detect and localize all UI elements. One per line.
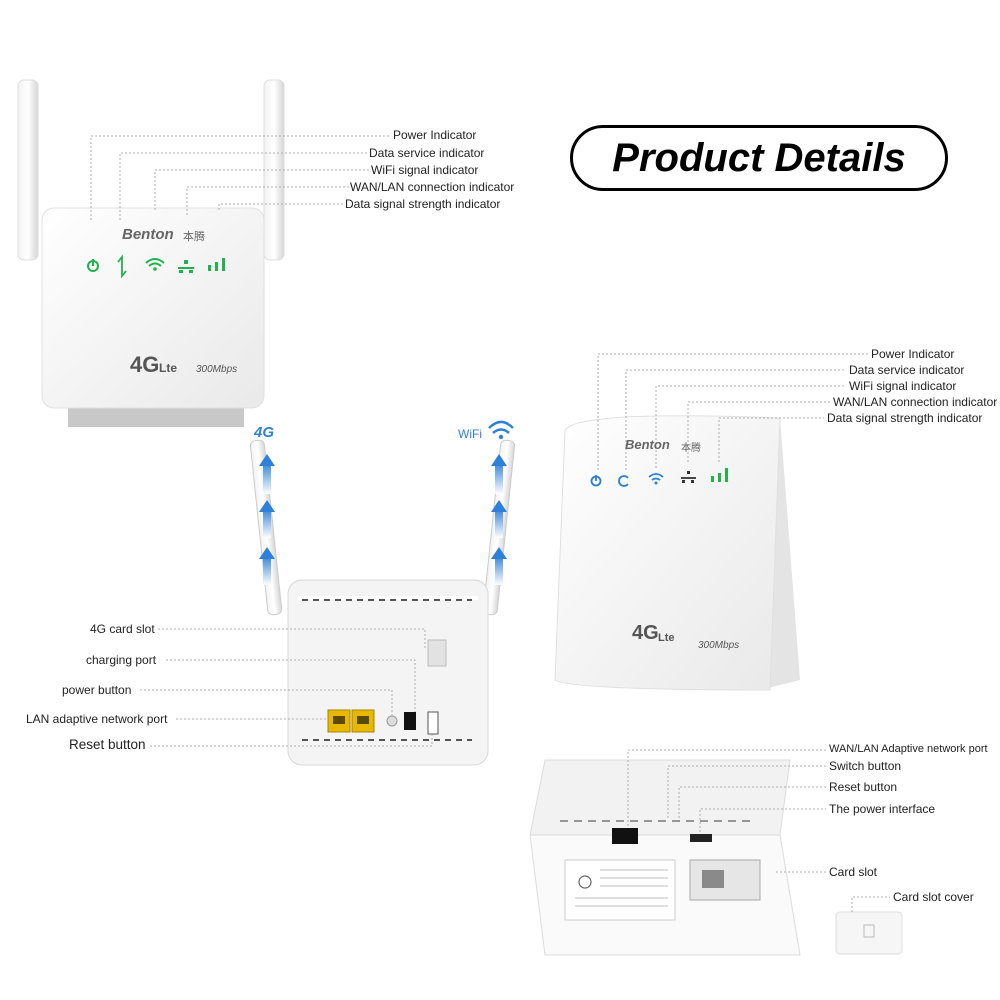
router1-stand <box>68 405 244 427</box>
router2-back-top <box>529 759 791 836</box>
r2-label-power-indicator: Power Indicator <box>871 347 955 361</box>
router2-back-leader-lines <box>627 749 890 912</box>
r2-label-card-slot-cover: Card slot cover <box>893 890 974 904</box>
router2-wan-led-icon <box>681 471 696 483</box>
router2-model: 4G <box>632 622 659 644</box>
back-body <box>287 579 489 766</box>
router1-brand: Benton <box>122 226 174 243</box>
router1-model: 4G <box>130 352 160 377</box>
label-signal-strength-indicator: Data signal strength indicator <box>345 197 501 211</box>
back-leader-lines <box>140 628 433 747</box>
router2-body <box>554 415 781 691</box>
router-back-view <box>140 420 516 766</box>
router2-speed: 300Mbps <box>698 640 740 651</box>
reset-hole <box>427 711 439 735</box>
data-service-led-icon <box>117 254 127 279</box>
charging-port <box>404 712 416 730</box>
antenna-4g-label: 4G <box>254 424 275 441</box>
router1-speed: 300Mbps <box>196 364 238 375</box>
card-slot <box>427 639 447 667</box>
r2-label-power-interface: The power interface <box>829 802 936 816</box>
r2-label-wifi-signal: WiFi signal indicator <box>849 379 957 393</box>
router1-brand-cn: 本腾 <box>183 231 205 243</box>
router2-back-view <box>529 749 903 956</box>
router1-body <box>41 207 265 409</box>
wifi-symbol-icon <box>488 420 514 440</box>
page-title: Product Details <box>612 135 906 180</box>
label-4g-card-slot: 4G card slot <box>90 622 155 636</box>
antenna-left-arrows <box>259 454 275 585</box>
label-data-service-indicator: Data service indicator <box>369 146 485 160</box>
r2-label-wan-lan: WAN/LAN connection indicator <box>833 395 998 409</box>
r2-label-switch-button: Switch button <box>829 759 902 773</box>
router1-model-suffix: Lte <box>159 361 177 375</box>
sticker-text-lines <box>575 869 668 907</box>
r2-label-data-service: Data service indicator <box>849 363 965 377</box>
wifi-led-icon <box>145 258 165 271</box>
router1-left-antenna <box>17 79 39 261</box>
label-reset-button: Reset button <box>69 737 146 752</box>
router2-leader-lines <box>597 353 868 470</box>
label-wifi-signal-indicator: WiFi signal indicator <box>371 163 479 177</box>
r2-label-reset-button: Reset button <box>829 780 898 794</box>
r2-label-signal-strength: Data signal strength indicator <box>827 411 983 425</box>
router2-power-led-icon <box>590 475 602 487</box>
card-slot-cover <box>835 911 903 955</box>
router2-front <box>554 353 868 691</box>
r2-label-wan-lan-port: WAN/LAN Adaptive network port <box>829 743 988 755</box>
power-button <box>386 715 398 727</box>
router2-wan-port <box>612 828 638 844</box>
label-lan-port: LAN adaptive network port <box>26 712 168 726</box>
wan-lan-led-icon <box>178 260 194 273</box>
power-led-icon <box>87 259 99 272</box>
router2-signal-led-icon <box>711 468 728 482</box>
label-power-indicator: Power Indicator <box>393 128 477 142</box>
router2-card-slot-area <box>689 859 761 901</box>
r2-label-card-slot: Card slot <box>829 865 878 879</box>
router2-brand: Benton <box>625 437 670 452</box>
router2-model-suffix: Lte <box>658 632 675 644</box>
router2-power-interface <box>690 834 712 842</box>
title-box: Product Details <box>570 125 948 191</box>
router2-data-led-icon <box>618 475 629 487</box>
router1-front <box>17 79 390 427</box>
router2-wifi-led-icon <box>648 473 664 485</box>
router2-label-sticker <box>564 859 676 921</box>
label-wan-lan-indicator: WAN/LAN connection indicator <box>350 180 515 194</box>
label-power-button: power button <box>62 683 132 697</box>
signal-strength-led-icon <box>208 258 225 271</box>
label-charging-port: charging port <box>86 653 157 667</box>
router1-leader-lines <box>90 135 390 220</box>
router2-brand-cn: 本腾 <box>681 443 701 454</box>
antenna-right-arrows <box>491 454 507 585</box>
antenna-wifi-label: WiFi <box>458 427 482 441</box>
